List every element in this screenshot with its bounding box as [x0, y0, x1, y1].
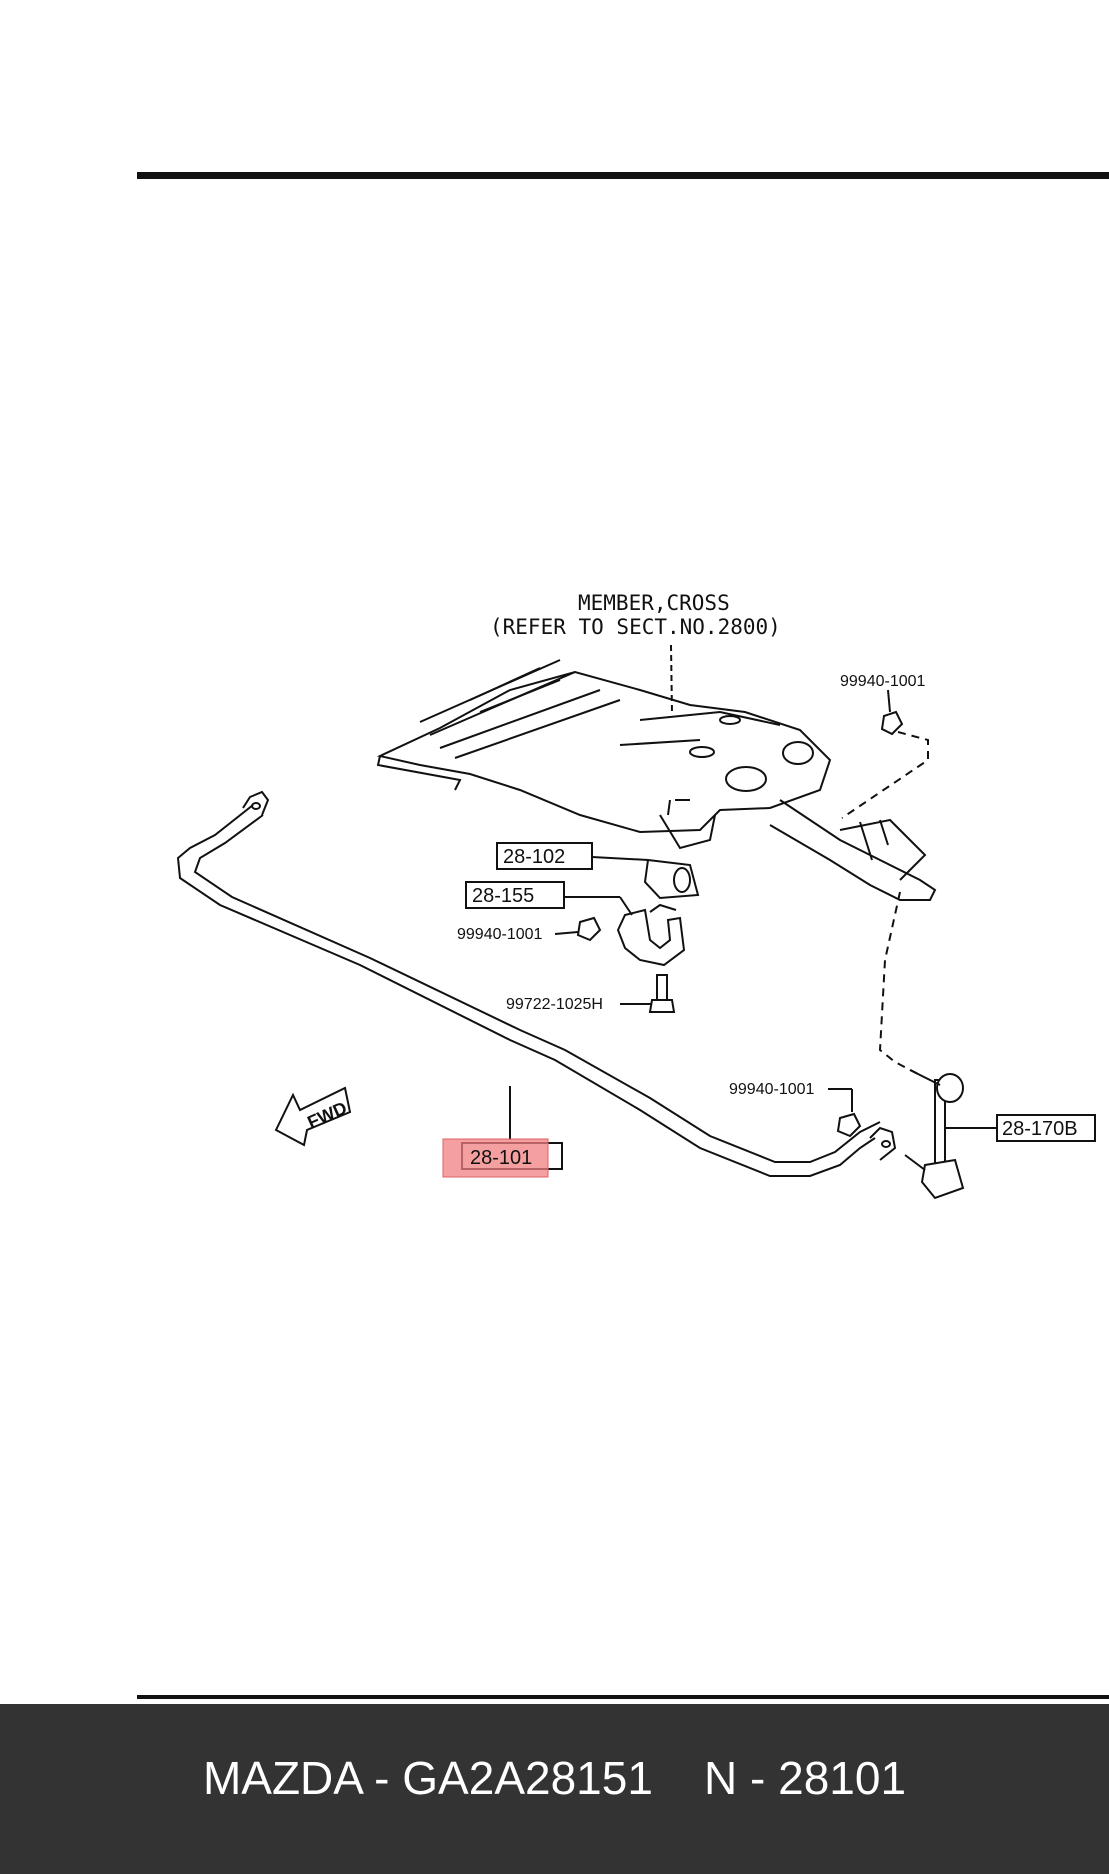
nut-lower-right-label: 99940-1001	[729, 1081, 815, 1098]
part-number-caption: MAZDA - GA2A28151 N - 28101	[202, 1752, 907, 1804]
parts-diagram: FWD MEMBER,CROSS (REFER TO SECT.NO.2800)…	[137, 172, 1109, 1699]
label-box-28-170b	[996, 1114, 1096, 1142]
nut-mid-label: 99940-1001	[457, 926, 543, 943]
stabilizer-bar-drawing	[176, 790, 897, 1177]
part-28-101-label: 28-101	[470, 1147, 532, 1169]
fwd-arrow-icon: FWD	[274, 1086, 352, 1147]
member-title-line1: MEMBER,CROSS	[578, 591, 730, 615]
cross-member-drawing	[376, 659, 937, 901]
member-title-line2: (REFER TO SECT.NO.2800)	[490, 615, 781, 639]
part-28-102-label: 28-102	[503, 846, 565, 868]
nut-top-right-label: 99940-1001	[840, 673, 926, 690]
label-box-28-155	[465, 881, 565, 909]
top-rule	[137, 172, 1109, 179]
part-28-155-label: 28-155	[472, 885, 534, 907]
dashed-leaders	[841, 731, 929, 1076]
member-leader	[670, 644, 673, 715]
footer-bar: MAZDA - GA2A28151 N - 28101	[0, 1704, 1109, 1874]
part-28-170b-label: 28-170B	[1002, 1118, 1078, 1140]
small-parts	[576, 710, 965, 1200]
bottom-rule	[137, 1695, 1109, 1699]
highlight-box	[442, 1138, 549, 1178]
bolt-label: 99722-1025H	[506, 996, 603, 1013]
label-box-28-102	[496, 842, 593, 870]
